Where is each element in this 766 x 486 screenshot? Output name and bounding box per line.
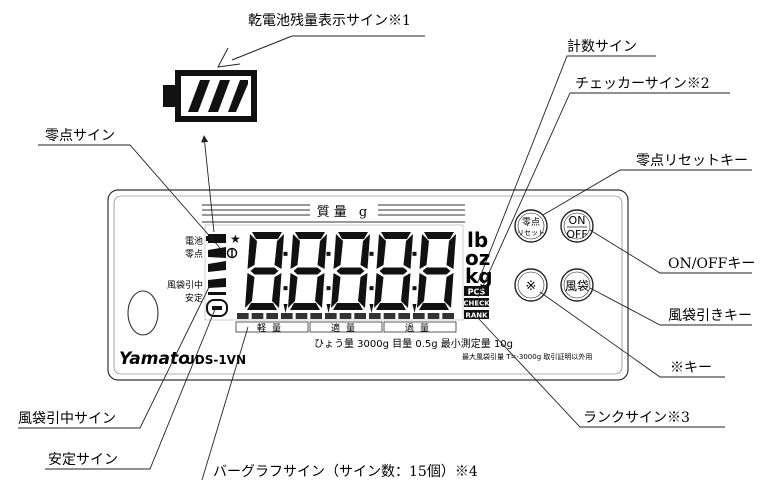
lcd-digits: [245, 232, 456, 313]
bar-graph-segment: [339, 313, 352, 319]
callout-rank-sign: ランクサイン※3: [583, 410, 690, 426]
bar-graph-segment: [398, 313, 410, 319]
lcd-digit: [288, 232, 331, 313]
spec-line-2: 最大風袋引量 T=-3000g 取引証明以外用: [462, 352, 592, 361]
unit-kg: kg: [465, 264, 493, 288]
kome-button-label: ※: [526, 279, 537, 294]
bar-label-right: 適量: [331, 322, 361, 334]
model-name: UDS-1VN: [185, 353, 246, 367]
bar-label-light: 軽量: [257, 323, 287, 334]
bar-graph-segment: [427, 313, 440, 319]
lcd-digit: [331, 232, 374, 313]
bar-graph-segment: [237, 313, 249, 319]
lcd-digit: [245, 232, 288, 313]
zero-bar-icon: [208, 247, 226, 258]
bar-graph-segment: [442, 313, 454, 319]
bar-graph-segment: [413, 313, 425, 319]
check-box: [464, 298, 489, 307]
callout-count-sign: 計数サイン: [567, 39, 637, 55]
lcd-digit: [417, 232, 456, 310]
unit-rank: RANK: [465, 312, 488, 320]
unit-lb: lb: [467, 228, 488, 252]
tare-button[interactable]: 風袋: [560, 268, 594, 302]
bar-graph-segment: [310, 313, 322, 319]
zero-reset-button-line2: リセット: [517, 229, 545, 237]
callout-zero-reset-key: 零点リセットキー: [636, 153, 748, 169]
indicator-bar-2: [208, 278, 226, 288]
scale-panel: [107, 189, 629, 381]
callout-stable-sign: 安定サイン: [48, 452, 118, 468]
tare-button-label: 風袋: [565, 279, 589, 293]
unit-oz: oz: [465, 246, 490, 270]
unit-pcs: PCS: [468, 288, 486, 297]
lcd-digit: [374, 232, 417, 313]
bar-graph-segment: [354, 313, 366, 319]
bar-graph-segment: [266, 313, 278, 319]
zero-reset-button-line1: 零点: [522, 217, 540, 228]
kome-button[interactable]: ※: [514, 268, 548, 302]
bar-graph-segment: [251, 313, 264, 319]
callout-zero-sign: 零点サイン: [45, 128, 115, 144]
battery-indicator-icon: [208, 234, 226, 243]
rank-box: [464, 310, 489, 319]
indicator-bar-1: [208, 261, 226, 272]
bar-graph-segment: [325, 313, 337, 319]
sensor-window: [127, 290, 159, 336]
battery-callout-line: [231, 35, 293, 61]
bar-graph-segment: [281, 313, 293, 319]
bar-graph-segment: [369, 313, 381, 319]
callout-battery-sign: 乾電池残量表示サイン※1: [248, 13, 411, 29]
onoff-button[interactable]: ON OFF: [560, 209, 594, 243]
leader-lines: [18, 55, 752, 481]
onoff-button-on: ON: [569, 214, 586, 227]
callout-tare-key: 風袋引きキー: [668, 308, 752, 324]
callout-bar-graph-sign: バーグラフサイン（サイン数：15個）※4: [213, 464, 478, 480]
label-stable: 安定: [185, 292, 203, 304]
zero-reset-button[interactable]: 零点 リセット: [514, 209, 548, 243]
spec-line-1: ひょう量 3000g 目量 0.5g 最小測定量 10g: [314, 337, 513, 350]
header-rule-right: [378, 204, 465, 216]
bar-label-over: 過量: [405, 323, 435, 334]
bar-graph: [237, 313, 454, 319]
brand-logo: Yamato: [119, 349, 190, 369]
star-icon: ★: [230, 232, 241, 246]
bar-graph-segment: [295, 313, 308, 319]
callout-tare-active-sign: 風袋引中サイン: [18, 411, 116, 427]
bar-graph-segment: [383, 313, 396, 319]
bar-label-boxes: [235, 321, 457, 333]
callout-checker-sign: チェッカーサイン※2: [575, 76, 710, 92]
panel-header: 質量 g: [317, 205, 371, 220]
label-battery: 電池: [185, 235, 203, 247]
label-zero: 零点: [185, 249, 203, 260]
callout-onoff-key: ON/OFFキー: [668, 256, 755, 272]
unit-check: CHECK: [463, 300, 490, 308]
onoff-button-off: OFF: [566, 228, 587, 241]
battery-enlarged-icon: [163, 70, 257, 122]
pcs-box: [464, 286, 489, 296]
battery-callout-arrowhead: [217, 47, 241, 68]
callout-kome-key: ※キー: [670, 360, 712, 376]
label-tare: 風袋引中: [167, 279, 203, 291]
indicator-bar-3: [208, 292, 226, 295]
header-rule-left: [202, 204, 310, 216]
